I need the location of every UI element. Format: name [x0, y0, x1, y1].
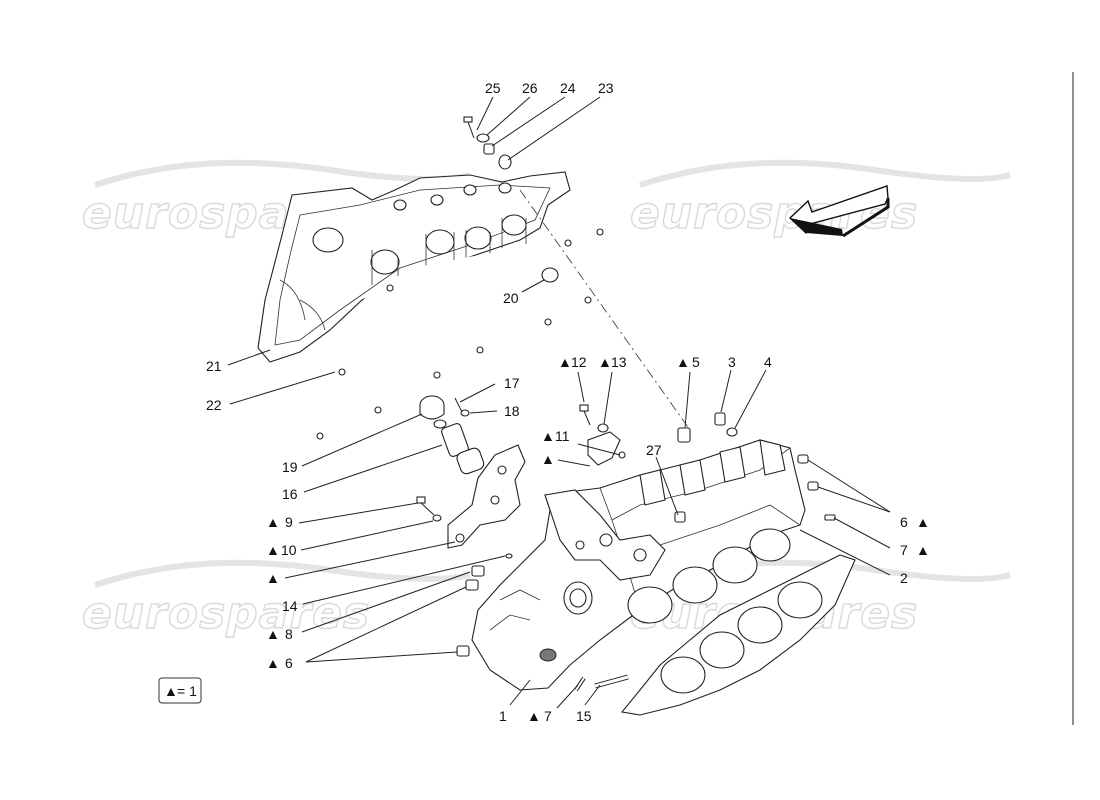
valve-cover-gasket	[308, 226, 614, 442]
sleeve-27	[674, 511, 686, 523]
label-6b: 6	[285, 655, 293, 671]
label-3: 3	[728, 354, 736, 370]
dowel-6c	[797, 454, 809, 464]
label-26: 26	[522, 80, 538, 96]
marker-11: ▲	[541, 428, 555, 444]
marker-6b: ▲	[266, 655, 280, 671]
washer-18	[460, 409, 470, 417]
marker-6r: ▲	[916, 514, 930, 530]
label-14: 14	[282, 598, 298, 614]
marker-9: ▲	[266, 514, 280, 530]
label-22: 22	[206, 397, 222, 413]
label-16: 16	[282, 486, 298, 502]
pin-7	[824, 514, 836, 521]
marker-11b: ▲	[541, 451, 555, 467]
label-27: 27	[646, 442, 662, 458]
label-15: 15	[576, 708, 592, 724]
label-11: 11	[555, 428, 570, 444]
label-21: 21	[206, 358, 222, 374]
dowel-8	[471, 565, 485, 577]
label-4: 4	[764, 354, 772, 370]
assembly-axis-line	[519, 189, 691, 431]
direction-arrow-icon	[788, 185, 890, 238]
label-7b: 7	[544, 708, 552, 724]
plug-20	[541, 267, 559, 283]
valve-cover	[257, 171, 571, 363]
label-7r: 7	[900, 542, 908, 558]
marker-8: ▲	[266, 626, 280, 642]
label-19: 19	[282, 459, 298, 475]
leader-lines	[227, 96, 891, 709]
marker-5: ▲	[676, 354, 690, 370]
label-24: 24	[560, 80, 576, 96]
label-23: 23	[598, 80, 614, 96]
head-gasket-2	[620, 554, 856, 716]
label-9: 9	[285, 514, 293, 530]
washer-10	[432, 514, 442, 522]
dowel-6d	[807, 481, 819, 491]
label-13: 13	[611, 354, 627, 370]
combustion-chambers	[627, 528, 791, 624]
marker-7b: ▲	[527, 708, 541, 724]
marker-bracket: ▲	[266, 570, 280, 586]
pin-15	[594, 674, 629, 689]
marker-12: ▲	[558, 354, 572, 370]
sleeve-5	[677, 427, 691, 443]
label-1: 1	[499, 708, 507, 724]
bolt-9	[416, 496, 435, 516]
label-12: 12	[571, 354, 587, 370]
ring-4	[726, 427, 738, 437]
pin-7b	[575, 677, 585, 691]
bolt-12	[579, 404, 591, 426]
bolt-25	[463, 116, 475, 139]
marker-10: ▲	[266, 542, 280, 558]
legend-text: = 1	[177, 683, 197, 699]
label-18: 18	[504, 403, 520, 419]
pin-14	[505, 553, 513, 559]
label-6r: 6	[900, 514, 908, 530]
washer-13	[597, 423, 609, 433]
grommet-23	[498, 154, 512, 170]
label-25: 25	[485, 80, 501, 96]
sleeve-3	[714, 412, 726, 426]
cam-housing-bracket	[447, 444, 526, 549]
legend-symbol: ▲	[164, 683, 178, 699]
spacer-24	[483, 143, 495, 155]
label-5: 5	[692, 354, 700, 370]
label-20: 20	[503, 290, 519, 306]
label-8: 8	[285, 626, 293, 642]
label-10: 10	[281, 542, 297, 558]
legend-box: ▲ = 1	[158, 677, 202, 704]
cylinder-head-1	[471, 439, 806, 691]
watermark-bottom-left: eurospares	[82, 588, 370, 639]
washer-26	[476, 133, 490, 143]
marker-7r: ▲	[916, 542, 930, 558]
dowel-6b	[456, 645, 470, 657]
cam-bearing-caps	[639, 439, 786, 506]
label-17: 17	[504, 375, 520, 391]
part-labels: 25 26 24 23 20 21 22 17 18 19 16 ▲ 12 ▲ …	[206, 80, 930, 724]
marker-13: ▲	[598, 354, 612, 370]
oil-cap-19	[419, 395, 445, 420]
label-2: 2	[900, 570, 908, 586]
solenoid-valve-16	[433, 419, 485, 475]
screw-17	[454, 397, 463, 413]
dowel-6a	[465, 579, 479, 591]
